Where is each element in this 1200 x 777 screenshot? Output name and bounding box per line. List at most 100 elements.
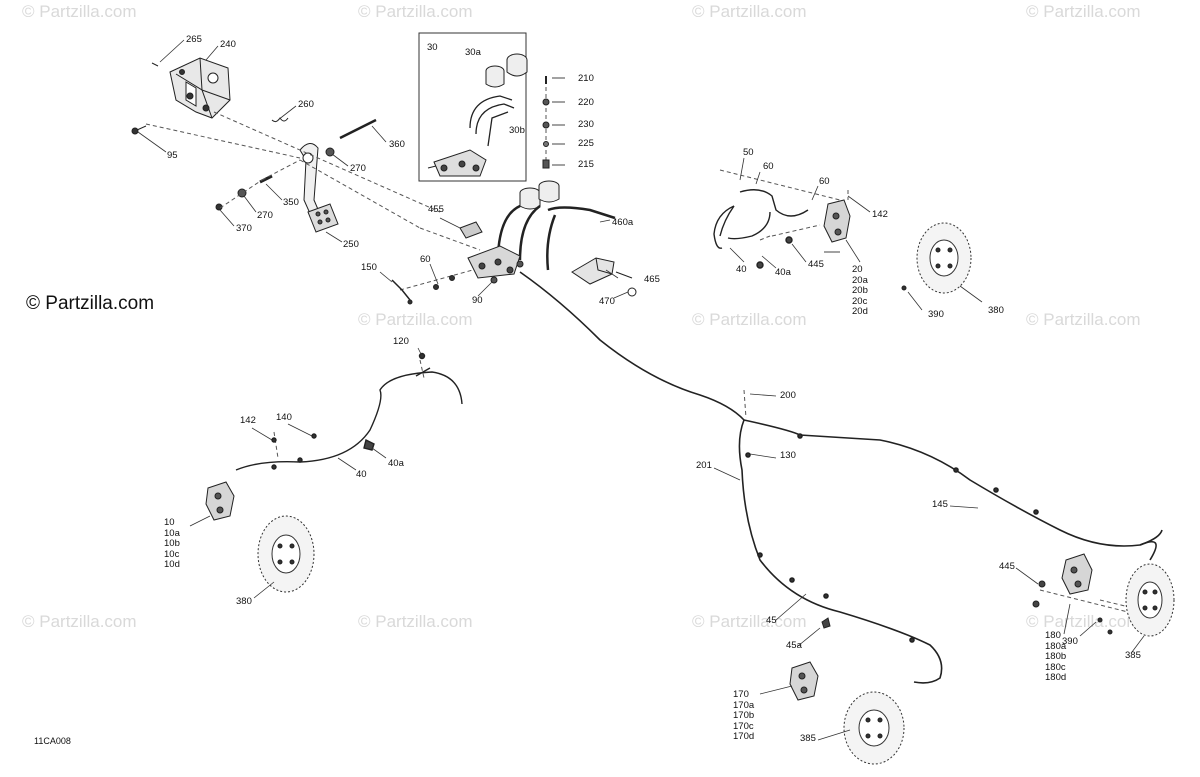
- callout-95: 95: [167, 150, 178, 161]
- rear-left-caliper: [789, 617, 831, 701]
- callout-10c: 10c: [164, 548, 180, 560]
- callout-220: 220: [578, 97, 594, 108]
- callout-170: 170: [733, 689, 749, 700]
- front-left-caliper: [205, 481, 235, 521]
- watermark: © Partzilla.com: [358, 2, 473, 21]
- callout-180d: 180d: [1045, 672, 1067, 684]
- brand-label: © Partzilla.com: [26, 293, 155, 314]
- callout-145: 145: [932, 499, 948, 510]
- callout-10d: 10d: [164, 559, 180, 571]
- callout-120: 120: [393, 336, 409, 347]
- watermark: © Partzilla.com: [692, 310, 807, 329]
- callout-20: 20: [852, 264, 863, 275]
- callout-150: 150: [361, 262, 377, 273]
- callout-90: 90: [472, 295, 483, 306]
- rear-left-rotor: [843, 691, 905, 765]
- main-brake-line: [519, 271, 1163, 684]
- callout-142: 142: [240, 415, 256, 426]
- callout-stack-front-left-caliper: 10 10a 10b 10c 10d: [164, 517, 180, 571]
- callout-stack-rear-left-caliper: 170 170a 170b 170c 170d: [733, 689, 755, 743]
- callout-445: 445: [808, 259, 824, 270]
- callout-270: 270: [257, 210, 273, 221]
- callout-170c: 170c: [733, 720, 754, 732]
- callout-60: 60: [420, 254, 431, 265]
- front-right-brake-line: [713, 189, 809, 269]
- callout-380: 380: [988, 305, 1004, 316]
- callout-250: 250: [343, 239, 359, 250]
- callout-465: 465: [644, 274, 660, 285]
- callout-230: 230: [578, 119, 594, 130]
- callout-180a: 180a: [1045, 640, 1067, 652]
- callout-130: 130: [780, 450, 796, 461]
- callout-215: 215: [578, 159, 594, 170]
- fastener-stack: [542, 76, 565, 169]
- watermark: © Partzilla.com: [22, 612, 137, 631]
- callout-225: 225: [578, 138, 594, 149]
- callout-40a: 40a: [388, 458, 404, 469]
- callout-30b: 30b: [509, 125, 525, 136]
- callout-leaders: [137, 39, 1145, 741]
- callout-20c: 20c: [852, 295, 868, 307]
- mounting-bracket: [571, 257, 637, 297]
- callout-470: 470: [599, 296, 615, 307]
- watermark: © Partzilla.com: [358, 612, 473, 631]
- callout-stack-front-right-caliper: 20 20a 20b 20c 20d: [852, 264, 868, 318]
- callout-50: 50: [743, 147, 754, 158]
- callout-30a: 30a: [465, 47, 481, 58]
- watermark: © Partzilla.com: [358, 310, 473, 329]
- callout-390: 390: [1062, 636, 1078, 647]
- callout-10b: 10b: [164, 538, 180, 550]
- callout-460a: 460a: [612, 217, 634, 228]
- callout-60: 60: [819, 176, 830, 187]
- callout-140: 140: [276, 412, 292, 423]
- callout-40: 40: [736, 264, 747, 275]
- callout-142: 142: [872, 209, 888, 220]
- front-right-rotor: [901, 222, 972, 294]
- callout-10: 10: [164, 517, 175, 528]
- callout-240: 240: [220, 39, 236, 50]
- callout-385: 385: [1125, 650, 1141, 661]
- callout-265: 265: [186, 34, 202, 45]
- callout-180c: 180c: [1045, 661, 1066, 673]
- watermark: © Partzilla.com: [692, 2, 807, 21]
- watermark: © Partzilla.com: [22, 2, 137, 21]
- callout-200: 200: [780, 390, 796, 401]
- callout-10a: 10a: [164, 527, 180, 539]
- callout-40: 40: [356, 469, 367, 480]
- callout-180b: 180b: [1045, 651, 1067, 663]
- callout-20a: 20a: [852, 274, 868, 286]
- callout-370: 370: [236, 223, 252, 234]
- callout-385: 385: [800, 733, 816, 744]
- callout-40a: 40a: [775, 267, 791, 278]
- watermark: © Partzilla.com: [1026, 310, 1141, 329]
- callout-210: 210: [578, 73, 594, 84]
- rear-right-caliper: [1032, 553, 1093, 608]
- callout-20d: 20d: [852, 306, 868, 318]
- callout-170b: 170b: [733, 710, 755, 722]
- front-left-brake-line: [235, 352, 463, 471]
- watermark: © Partzilla.com: [692, 612, 807, 631]
- callout-455: 455: [428, 204, 444, 215]
- master-cylinder: [459, 180, 616, 284]
- callout-445: 445: [999, 561, 1015, 572]
- callout-stack-rear-right-caliper: 180 180a 180b 180c 180d: [1045, 630, 1067, 684]
- pedal-bracket: [131, 57, 231, 135]
- callout-20b: 20b: [852, 285, 868, 297]
- callout-60: 60: [763, 161, 774, 172]
- callout-170a: 170a: [733, 699, 755, 711]
- callout-390: 390: [928, 309, 944, 320]
- brake-pedal: [215, 117, 377, 233]
- rear-right-rotor: [1097, 563, 1175, 637]
- callout-30: 30: [427, 42, 438, 53]
- callout-260: 260: [298, 99, 314, 110]
- callout-45a: 45a: [786, 640, 802, 651]
- inset-box: [418, 32, 528, 182]
- diagram-code: 11CA008: [34, 736, 71, 746]
- pushrod: [391, 275, 455, 305]
- callout-180: 180: [1045, 630, 1061, 641]
- callout-170d: 170d: [733, 731, 755, 743]
- watermark: © Partzilla.com: [1026, 612, 1141, 631]
- watermark: © Partzilla.com: [1026, 2, 1141, 21]
